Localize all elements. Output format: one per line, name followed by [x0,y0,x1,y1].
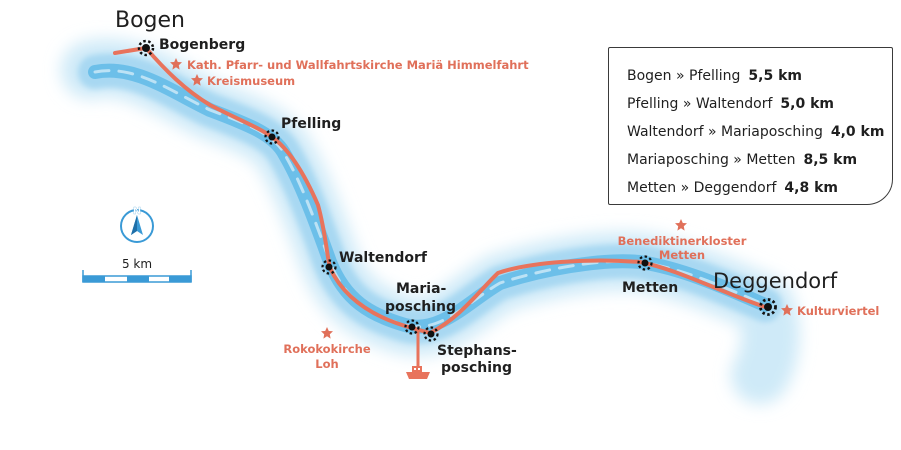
star-icon [675,219,687,231]
legend-route: Waltendorf » Mariaposching [627,124,823,140]
legend-row: Bogen » Pfelling 5,5 km [627,62,892,90]
place-label-metten: Metten [622,280,678,296]
scale-bar [82,270,192,283]
bike-route [113,46,770,335]
sunburst-dot-icon [759,298,777,316]
place-label-pfelling: Pfelling [281,116,341,132]
poi-label-kulturviertel: Kulturviertel [797,304,879,318]
legend-distance: 5,5 km [748,68,802,84]
legend-route: Bogen » Pfelling [627,68,741,84]
sunburst-dot-icon [137,39,155,57]
legend-distance: 8,5 km [803,152,858,168]
town-label-deggendorf: Deggendorf [713,269,838,293]
sunburst-dot-icon [637,255,653,271]
distance-legend: Bogen » Pfelling 5,5 km Pfelling » Walten… [608,47,893,205]
legend-route: Mariaposching » Metten [627,152,796,168]
town-label-bogen: Bogen [115,8,185,33]
poi-label-rokokokirche: Rokokokirche [283,342,371,356]
legend-route: Metten » Deggendorf [627,180,777,196]
sunburst-dot-icon [264,129,280,145]
poi-label-wallfahrtskirche: Kath. Pfarr- und Wallfahrtskirche Mariä … [187,58,529,72]
legend-row: Pfelling » Waltendorf 5,0 km [627,90,892,118]
compass-north-label: N [133,206,141,217]
scale-label: 5 km [122,257,152,271]
place-label-waltendorf: Waltendorf [339,250,428,266]
star-icon [321,327,333,339]
place-label-mariaposching: Maria- [396,281,447,297]
legend-row: Waltendorf » Mariaposching 4,0 km [627,118,892,146]
sunburst-dot-icon [404,319,420,335]
place-label-stephansposching-2: posching [441,360,512,376]
sunburst-dot-icon [321,259,337,275]
ferry-boat-icon [406,366,430,379]
compass-icon [120,209,154,243]
place-label-bogenberg: Bogenberg [159,37,245,53]
legend-distance: 4,0 km [830,124,885,140]
legend-distance: 4,8 km [784,180,838,196]
sunburst-dot-icon [423,326,439,342]
legend-row: Mariaposching » Metten 8,5 km [627,146,892,174]
poi-label-benediktinerkloster: Benediktinerkloster [618,234,747,248]
legend-route: Pfelling » Waltendorf [627,96,773,112]
poi-label-rokokokirche-2: Loh [315,357,338,371]
poi-label-kreismuseum: Kreismuseum [207,74,295,88]
place-label-stephansposching: Stephans- [437,343,517,359]
poi-label-benediktinerkloster-2: Metten [659,248,705,262]
legend-row: Metten » Deggendorf 4,8 km [627,174,892,202]
place-label-mariaposching-2: posching [385,299,456,315]
legend-distance: 5,0 km [780,96,834,112]
